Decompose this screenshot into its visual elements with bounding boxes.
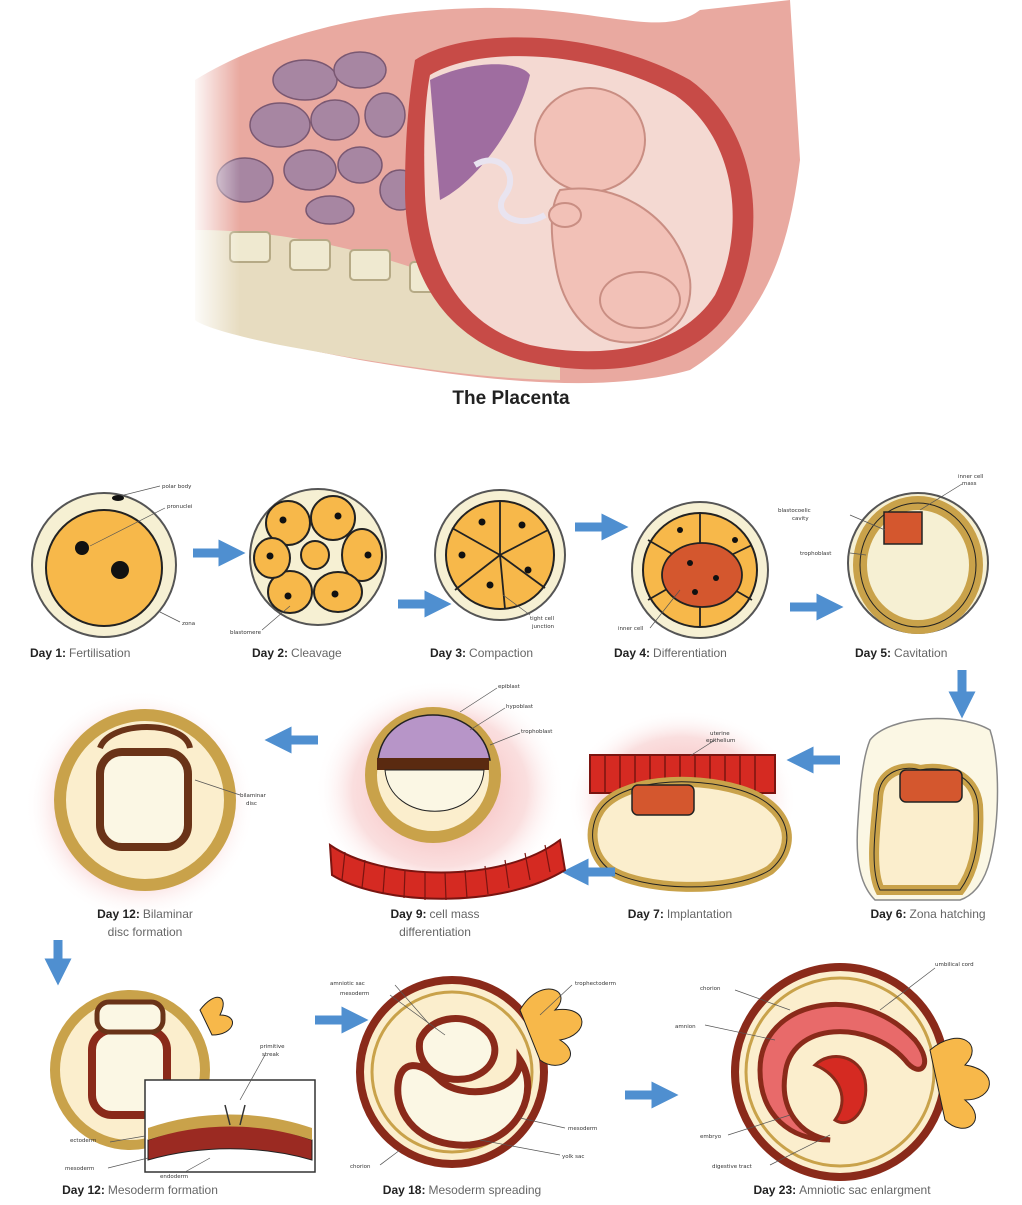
placenta-title: The Placenta <box>452 388 570 409</box>
caption-day12a-name2: disc formation <box>108 925 183 939</box>
stage-day2: blastomere <box>230 489 386 636</box>
caption-day4-day: Day 4: <box>614 646 650 660</box>
svg-text:Day 2:Cleavage: Day 2:Cleavage <box>252 646 342 660</box>
label-primitive-2: streak <box>262 1052 280 1058</box>
label-hypoblast: hypoblast <box>506 704 534 710</box>
svg-text:Day 18:Mesoderm spreading: Day 18:Mesoderm spreading <box>383 1183 541 1197</box>
caption-day2-day: Day 2: <box>252 646 288 660</box>
caption-day12a-day: Day 12: <box>97 907 140 921</box>
label-blastomere: blastomere <box>230 630 262 636</box>
caption-day7-day: Day 7: <box>628 907 664 921</box>
label-blastocoelic-2: cavity <box>792 516 809 522</box>
label-zona: zona <box>182 621 195 627</box>
label-ectoderm: ectoderm <box>70 1138 96 1144</box>
captions-row3: Day 12:Mesoderm formation Day 18:Mesoder… <box>62 1183 931 1197</box>
label-blastocoelic: blastocoelic <box>778 508 811 514</box>
label-yolk-sac: yolk sac <box>562 1154 584 1160</box>
caption-day12a-name: Bilaminar <box>143 907 193 921</box>
stage-day6 <box>857 719 997 900</box>
svg-text:Day 9:cell mass: Day 9: cell mass <box>390 907 479 921</box>
label-chorion-18: chorion <box>350 1164 371 1170</box>
label-trophoblast-9: trophoblast <box>521 729 553 735</box>
svg-text:Day 1:Fertilisation: Day 1:Fertilisation <box>30 646 130 660</box>
stage-day4: inner cell <box>618 502 768 638</box>
label-uterine-2: epithelium <box>706 738 735 744</box>
label-chorion-23: chorion <box>700 986 721 992</box>
caption-day18-day: Day 18: <box>383 1183 426 1197</box>
label-primitive: primitive <box>260 1044 285 1050</box>
caption-day12b-name: Mesoderm formation <box>108 1183 218 1197</box>
label-mesoderm-18b: mesoderm <box>568 1126 597 1132</box>
caption-day6-name: Zona hatching <box>909 907 985 921</box>
caption-day3-day: Day 3: <box>430 646 466 660</box>
label-epiblast: epiblast <box>498 684 521 690</box>
label-tight-junction: tight cell <box>530 616 555 622</box>
label-mesoderm-18a: mesoderm <box>340 991 369 997</box>
caption-day5-day: Day 5: <box>855 646 891 660</box>
label-pronuclei: pronuclei <box>167 504 193 510</box>
caption-day9-name2: differentiation <box>399 925 471 939</box>
svg-text:Day 12:Bilaminar: Day 12:Bilaminar <box>97 907 193 921</box>
stage-day7: uterine epithelium <box>567 710 797 890</box>
label-inner-cell: inner cell <box>618 626 644 632</box>
label-embryo: embryo <box>700 1134 722 1140</box>
stage-day9: epiblast hypoblast trophoblast <box>315 680 565 900</box>
caption-day1-day: Day 1: <box>30 646 66 660</box>
caption-day23-day: Day 23: <box>753 1183 796 1197</box>
label-digestive-tract: digestive tract <box>712 1164 753 1170</box>
caption-day9-name: cell mass <box>430 907 480 921</box>
label-uterine: uterine <box>710 731 730 737</box>
caption-day7-name: Implantation <box>667 907 732 921</box>
placenta-illustration <box>190 0 800 400</box>
label-amnion: amnion <box>675 1024 696 1030</box>
caption-day9-day: Day 9: <box>390 907 426 921</box>
label-mesoderm: mesoderm <box>65 1166 94 1172</box>
caption-day23-name: Amniotic sac enlargment <box>799 1183 931 1197</box>
stage-day1: polar body pronuclei zona <box>32 484 195 637</box>
label-trophoblast: trophoblast <box>800 551 832 557</box>
stage-day18: amniotic sac mesoderm trophectoderm meso… <box>330 980 616 1170</box>
stage-day23: umbilical cord chorion amnion embryo dig… <box>675 962 989 1177</box>
svg-text:Day 5:Cavitation: Day 5:Cavitation <box>855 646 947 660</box>
caption-day12b-day: Day 12: <box>62 1183 105 1197</box>
caption-day5-name: Cavitation <box>894 646 947 660</box>
svg-text:Day 4:Differentiation: Day 4:Differentiation <box>614 646 727 660</box>
svg-text:Day 7:Implantation: Day 7:Implantation <box>628 907 732 921</box>
svg-text:Day 23:Amniotic sac enlargment: Day 23:Amniotic sac enlargment <box>753 1183 931 1197</box>
caption-day2-name: Cleavage <box>291 646 342 660</box>
label-bilaminar: bilaminar <box>240 793 267 799</box>
label-inner-cell-mass: inner cell <box>958 474 984 480</box>
label-tight-junction-2: junction <box>531 624 555 630</box>
label-bilaminar-2: disc <box>246 801 257 807</box>
caption-day6-day: Day 6: <box>870 907 906 921</box>
label-trophectoderm: trophectoderm <box>575 981 616 987</box>
captions-row1: Day 1:Fertilisation Day 2:Cleavage Day 3… <box>30 646 947 660</box>
label-umbilical-cord: umbilical cord <box>935 962 974 968</box>
stage-day12-mesoderm: primitive streak ectoderm mesoderm endod… <box>55 995 315 1180</box>
svg-text:Day 3:Compaction: Day 3:Compaction <box>430 646 533 660</box>
label-inner-cell-mass-2: mass <box>962 481 977 487</box>
svg-text:Day 6:Zona hatching: Day 6:Zona hatching <box>870 907 985 921</box>
caption-day4-name: Differentiation <box>653 646 727 660</box>
stage-day3: tight cell junction <box>435 490 565 630</box>
label-polar-body: polar body <box>162 484 192 490</box>
stage-day12-bilaminar: bilaminar disc <box>25 690 267 920</box>
label-endoderm: endoderm <box>160 1174 188 1180</box>
captions-row2: Day 12:Bilaminar disc formation Day 9: ce… <box>97 907 985 939</box>
svg-text:Day 12:Mesoderm formation: Day 12:Mesoderm formation <box>62 1183 218 1197</box>
caption-day1-name: Fertilisation <box>69 646 130 660</box>
label-amniotic-sac: amniotic sac <box>330 981 365 987</box>
caption-day18-name: Mesoderm spreading <box>428 1183 541 1197</box>
caption-day3-name: Compaction <box>469 646 533 660</box>
